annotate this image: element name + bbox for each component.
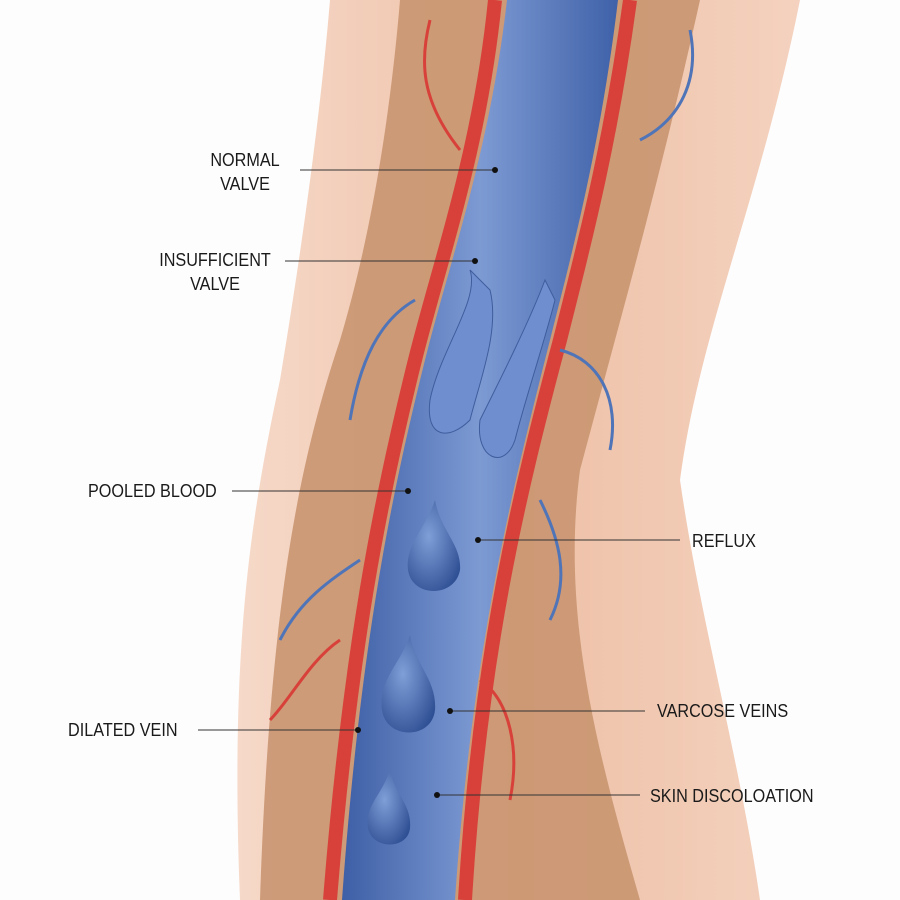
- blood-droplet: [407, 500, 461, 591]
- artery-right: [458, 0, 637, 900]
- leader-lines: [198, 169, 680, 796]
- insufficient-valve-left: [428, 269, 494, 434]
- branch-vessels: [268, 19, 695, 801]
- artery-left: [323, 0, 502, 900]
- label-reflux: REFLUX: [692, 531, 756, 551]
- label-dilated-vein: DILATED VEIN: [68, 720, 178, 740]
- label-skin-discoloration: SKIN DISCOLOATION: [650, 786, 814, 806]
- insufficient-valve-right: [478, 278, 556, 458]
- label-normal-valve: NORMAL VALVE: [200, 148, 290, 196]
- label-line: VALVE: [190, 274, 240, 294]
- label-line: INSUFFICIENT: [159, 250, 271, 270]
- label-varicose-veins: VARCOSE VEINS: [657, 701, 789, 721]
- label-insufficient-valve: INSUFFICIENT VALVE: [155, 248, 276, 296]
- label-line: VALVE: [220, 174, 270, 194]
- label-pooled-blood: POOLED BLOOD: [88, 481, 217, 501]
- blood-droplet: [381, 635, 436, 733]
- label-line: NORMAL: [210, 150, 280, 170]
- blood-droplet: [367, 770, 411, 845]
- leader-dots: [355, 167, 498, 798]
